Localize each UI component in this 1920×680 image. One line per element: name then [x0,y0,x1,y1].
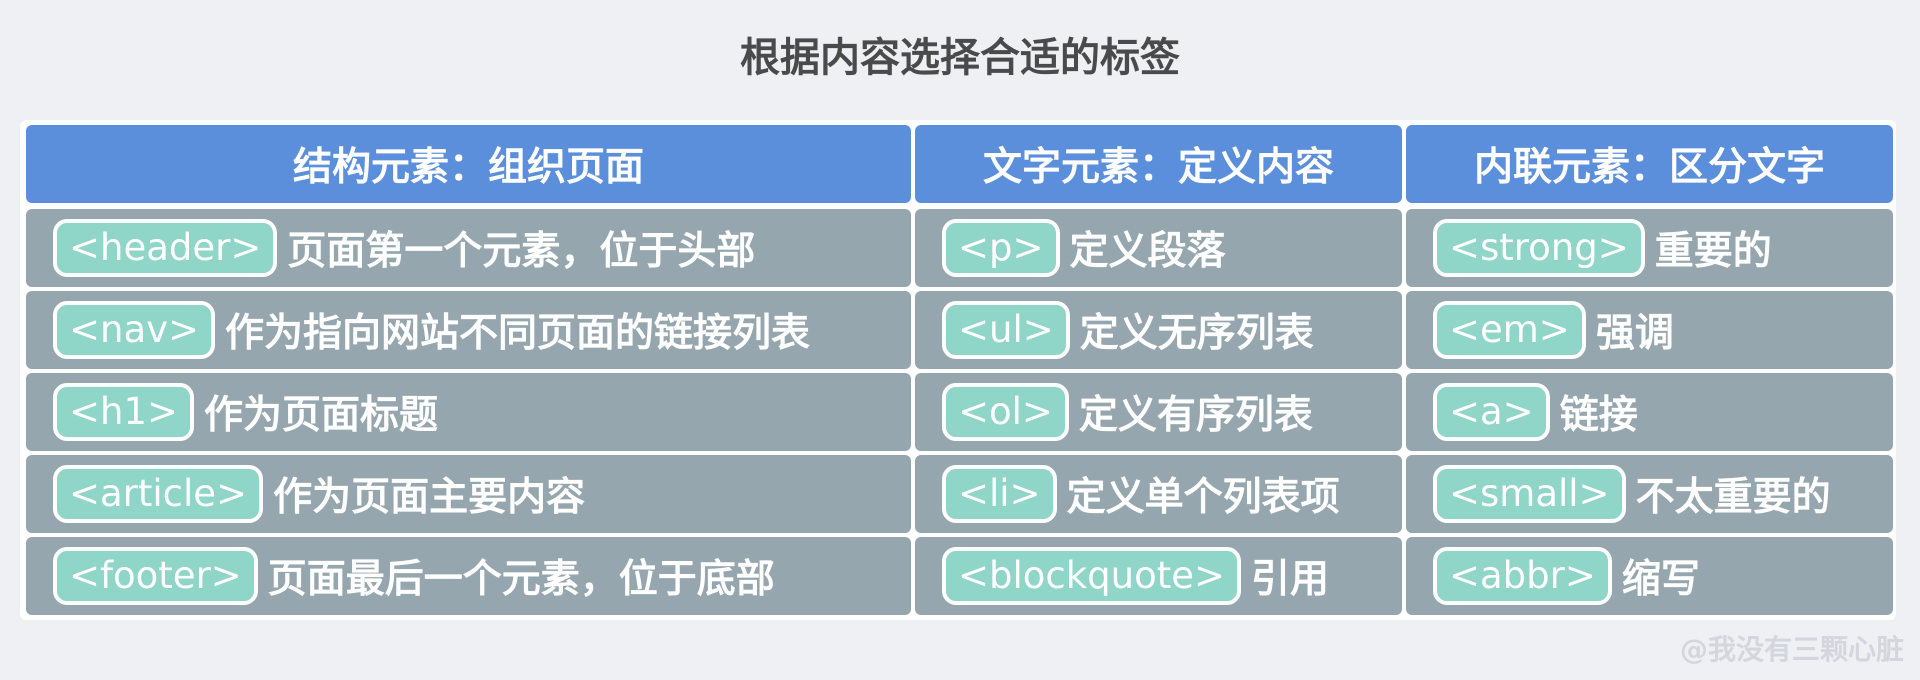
table-row: <blockquote> 引用 [915,537,1402,615]
table-row: <header> 页面第一个元素，位于头部 [26,209,911,287]
diagram-title: 根据内容选择合适的标签 [740,35,1180,81]
tag-pill: <nav> [53,301,216,359]
table-row: <ol> 定义有序列表 [915,373,1402,451]
tag-pill: <li> [942,465,1057,523]
table-row: <strong> 重要的 [1406,209,1893,287]
table-row: <nav> 作为指向网站不同页面的链接列表 [26,291,911,369]
table-row: <ul> 定义无序列表 [915,291,1402,369]
tag-description: 引用 [1251,557,1330,602]
table-row: <p> 定义段落 [915,209,1402,287]
tag-table: 结构元素：组织页面 <header> 页面第一个元素，位于头部 <nav> 作为… [20,120,1896,620]
tag-pill: <strong> [1433,219,1645,277]
tag-pill: <abbr> [1433,547,1612,605]
tag-description: 定义无序列表 [1079,311,1314,356]
tag-pill: <blockquote> [942,547,1242,605]
tag-pill: <p> [942,219,1060,277]
table-row: <em> 强调 [1406,291,1893,369]
tag-description: 定义有序列表 [1078,393,1313,438]
table-row: <article> 作为页面主要内容 [26,455,911,533]
tag-pill: <ol> [942,383,1069,441]
column-header: 内联元素：区分文字 [1406,125,1893,203]
column-header: 文字元素：定义内容 [915,125,1402,203]
tag-description: 链接 [1559,393,1638,438]
tag-pill: <small> [1433,465,1626,523]
table-row: <a> 链接 [1406,373,1893,451]
watermark: @我没有三颗心脏 [1679,633,1904,666]
tag-description: 作为页面主要内容 [273,475,586,520]
tag-description: 重要的 [1654,229,1772,274]
tag-description: 页面第一个元素，位于头部 [287,229,756,274]
tag-description: 作为页面标题 [204,393,439,438]
table-row: <abbr> 缩写 [1406,537,1893,615]
table-row: <li> 定义单个列表项 [915,455,1402,533]
tag-description: 缩写 [1621,557,1700,602]
column-header: 结构元素：组织页面 [26,125,911,203]
table-row: <footer> 页面最后一个元素，位于底部 [26,537,911,615]
table-row: <h1> 作为页面标题 [26,373,911,451]
tag-pill: <article> [53,465,264,523]
tag-pill: <h1> [53,383,194,441]
tag-description: 强调 [1595,311,1674,356]
tag-pill: <header> [53,219,278,277]
tag-pill: <em> [1433,301,1586,359]
table-row: <small> 不太重要的 [1406,455,1893,533]
tag-description: 定义段落 [1069,229,1226,274]
tag-description: 定义单个列表项 [1066,475,1340,520]
tag-pill: <ul> [942,301,1070,359]
tag-description: 不太重要的 [1635,475,1831,520]
tag-description: 页面最后一个元素，位于底部 [267,557,775,602]
tag-pill: <a> [1433,383,1550,441]
tag-description: 作为指向网站不同页面的链接列表 [225,311,811,356]
tag-pill: <footer> [53,547,258,605]
